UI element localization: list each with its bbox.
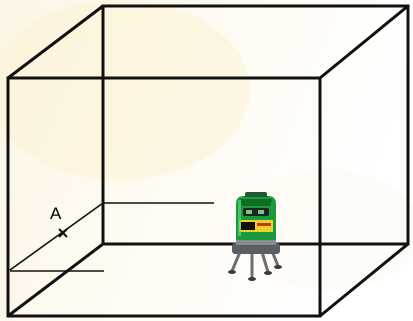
front-wall-outline: [6, 76, 322, 318]
top-left-edge: [7, 4, 104, 80]
top-right-edge: [319, 4, 409, 80]
bottom-left-edge: [7, 242, 104, 318]
bottom-right-edge: [319, 242, 409, 318]
laser-line-diagonal: [9, 202, 104, 271]
point-a-marker: [58, 228, 68, 238]
laser-level-device-icon: [228, 192, 282, 281]
point-a-label: A: [50, 204, 62, 223]
